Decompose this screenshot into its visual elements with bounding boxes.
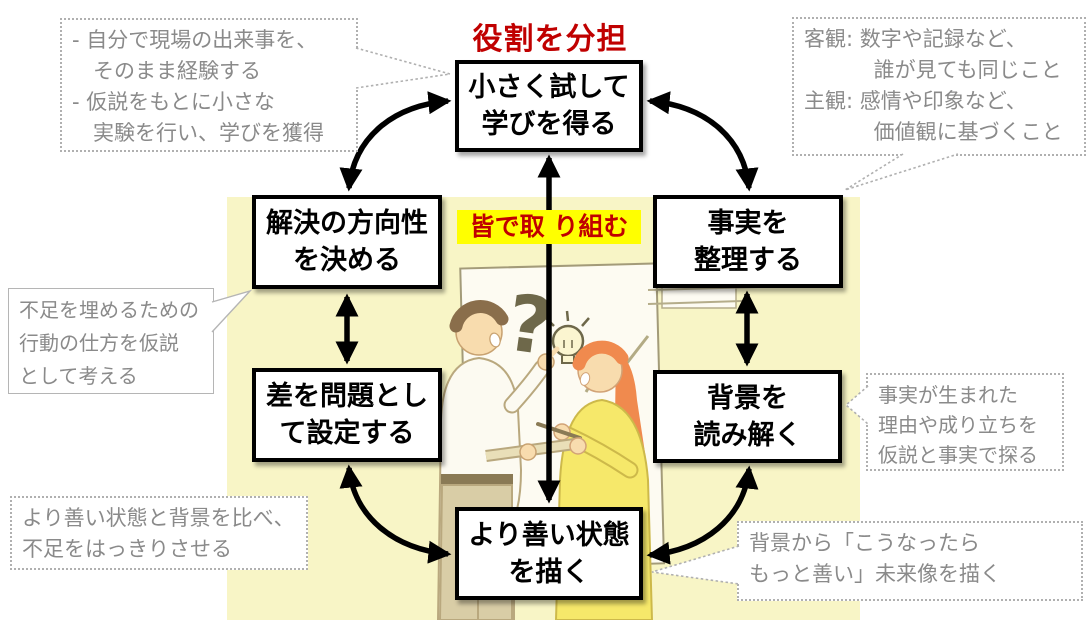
callout-hypothesis-action: 不足を埋めるための 行動の仕方を仮説 として考える — [8, 288, 214, 394]
center-highlight-label: 皆で取 り組む — [457, 210, 641, 244]
arrow-try-to-facts — [646, 91, 759, 192]
cycle-box-read-background: 背景を 読み解く — [653, 370, 842, 463]
cycle-box-better-state: より善い状態 を描く — [455, 507, 643, 600]
callout-explore-background: 事実が生まれた 理由や成り立ちを 仮説と事実で探る — [866, 373, 1064, 471]
callout-experience: - 自分で現場の出来事を、 そのまま経験する - 仮説をもとに小さな 実験を行い… — [60, 18, 358, 152]
cycle-box-organize-facts: 事実を 整理する — [653, 195, 843, 288]
callout-objective-subjective: 客観: 数字や記録など、 誰が見ても同じこと 主観: 感情や印象など、 価値観に… — [792, 17, 1086, 156]
cycle-box-decide-direction: 解決の方向性 を決める — [252, 195, 442, 289]
arrow-decide-to-try — [339, 91, 452, 192]
diagram-title: 役割を分担 — [472, 22, 628, 57]
callout-clarify-gap: より善い状態と背景を比べ、 不足をはっきりさせる — [10, 496, 308, 570]
cycle-box-try-small: 小さく試して 学びを得る — [455, 60, 643, 152]
cycle-box-set-problem: 差を問題とし て設定する — [252, 368, 442, 462]
callout-tail-objective-subjective — [844, 153, 959, 191]
callout-future-image: 背景から「こうなったら もっと善い」未来像を描く — [737, 521, 1083, 601]
